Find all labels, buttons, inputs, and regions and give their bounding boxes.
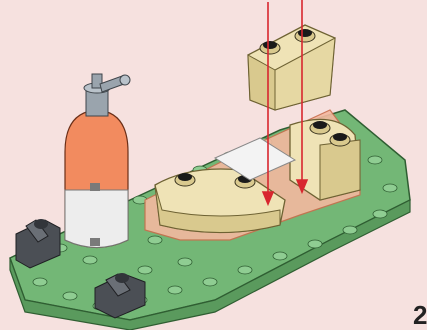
- bottle: [65, 74, 130, 248]
- tan-brick-new: [248, 25, 335, 110]
- step-number: 2: [413, 302, 427, 328]
